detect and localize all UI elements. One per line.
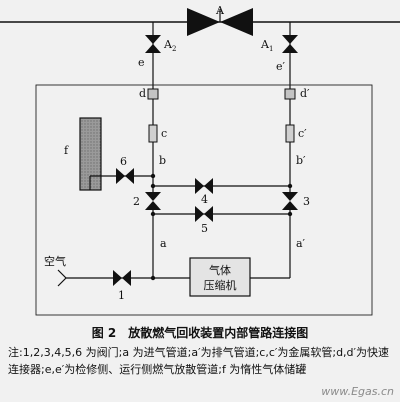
label-c: c [161,127,167,140]
valve-5 [195,206,213,222]
label-valve-4: 4 [201,193,208,206]
label-d-prime: d′ [300,87,310,100]
valve-1 [113,270,131,286]
label-a-main-valve: A [215,4,225,17]
label-b-prime: b′ [296,154,306,167]
metal-hose-c [148,124,158,143]
label-valve-6: 6 [120,155,127,168]
label-valve-2: 2 [133,195,140,208]
label-c-prime: c′ [298,127,307,140]
valve-4 [195,178,213,194]
valve-a1 [282,35,298,53]
watermark: www.Egas.cn [321,385,394,398]
label-b: b [159,154,166,167]
label-d: d [139,87,146,100]
junction-air [150,275,156,281]
label-a1: A1 [260,38,273,53]
air-inlet-mark [57,269,67,287]
figure-note: 注:1,2,3,4,5,6 为阀门;a 为进气管道;a′为排气管道;c,c′为金… [8,346,390,376]
pipeline-diagram: A A2 e d c b A1 e′ d′ c′ b′ f 6 [0,4,400,316]
label-a2: A2 [163,38,176,53]
main-valve-a [187,8,253,36]
compressor-label-line2: 压缩机 [204,278,237,292]
label-e-prime: e′ [276,60,286,73]
label-valve-1: 1 [118,289,125,302]
metal-hose-c-prime [285,124,295,143]
junction-tank [150,173,156,179]
label-valve-3: 3 [303,195,310,208]
label-a: a [160,237,167,250]
quick-connector-d [147,88,159,100]
valve-6 [116,168,134,184]
quick-connector-d-prime [284,88,296,100]
label-e: e [138,56,145,69]
figure-caption: 图 2 放散燃气回收装置内部管路连接图 [91,326,309,340]
gas-compressor [189,257,251,297]
junction-4-left [150,183,156,189]
junction-4-right [287,183,293,189]
label-air: 空气 [44,254,66,268]
device-boundary [35,84,373,316]
label-a-prime: a′ [296,237,306,250]
label-f: f [64,144,69,157]
valve-2 [145,192,161,210]
label-valve-5: 5 [201,222,208,235]
valve-3 [282,192,298,210]
valve-a2 [145,35,161,53]
compressor-label-line1: 气体 [209,263,231,277]
